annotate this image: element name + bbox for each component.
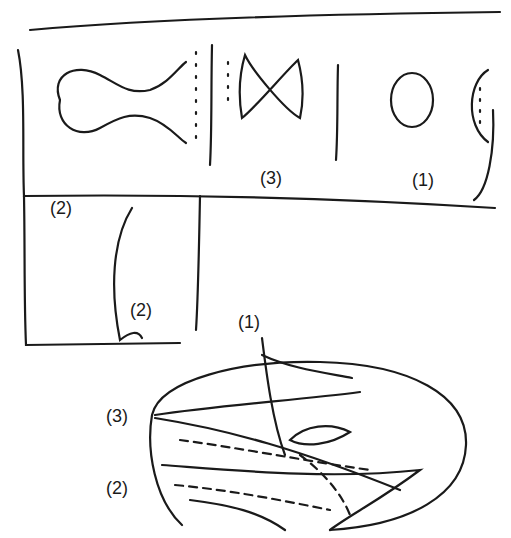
dashed-line — [300, 455, 350, 515]
dotted-line — [195, 52, 197, 142]
dashed-line — [180, 440, 370, 470]
bracket-curve — [114, 208, 142, 340]
callout-number: (3) — [104, 406, 130, 426]
dashed-line — [175, 485, 330, 510]
box-right-edge — [196, 196, 200, 330]
panel-divider — [210, 45, 212, 165]
panel-divider — [336, 65, 338, 160]
flask-outline — [58, 62, 186, 143]
dotted-line — [227, 62, 229, 110]
band-top-edge — [30, 12, 500, 30]
callout-number: (2) — [48, 198, 74, 218]
band-left-bottom-edge — [18, 50, 495, 208]
callout-number: (1) — [236, 312, 262, 332]
leaf-outline — [290, 426, 350, 444]
callout-number: (2) — [104, 478, 130, 498]
ellipse-outline — [150, 362, 466, 530]
stroke — [155, 392, 360, 415]
stroke — [162, 465, 420, 530]
box-left-bottom — [24, 196, 180, 345]
callout-number: (3) — [258, 168, 284, 188]
arc-outline — [472, 70, 488, 142]
circle-outline — [391, 73, 433, 127]
pen-strokes — [18, 12, 500, 530]
stroke — [155, 418, 400, 490]
bowtie-outline — [240, 55, 303, 118]
callout-number: (2) — [128, 300, 154, 320]
band-right-edge — [474, 110, 493, 200]
callout-number: (1) — [410, 170, 436, 190]
stroke — [262, 355, 352, 378]
dotted-line — [479, 88, 481, 128]
stroke — [190, 500, 285, 530]
